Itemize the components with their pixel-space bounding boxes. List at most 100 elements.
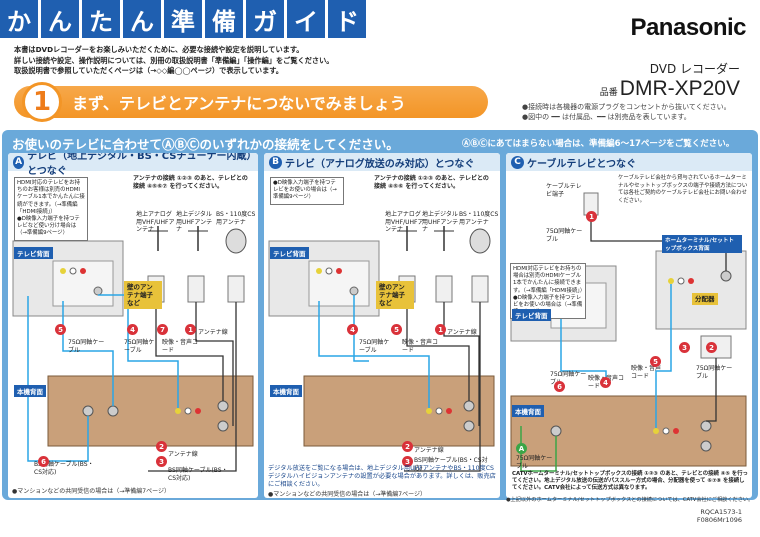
cable-label: 75Ω同軸ケーブル <box>516 455 553 470</box>
unit-audio-l <box>662 427 670 435</box>
panel-subheading: ⒶⒷⒸにあてはまらない場合は、準備編6〜17ページをご覧ください。 <box>462 139 735 149</box>
wall-outlet-tag: 壁のアンテナ端子など <box>124 281 162 309</box>
stb-video-out <box>668 278 674 284</box>
cable-label: BS同軸ケーブル(BS・CS対応) <box>168 467 228 482</box>
catv-note: CATVホームターミナル/セットトップボックスの接続 ①②③ のあと、テレビとの… <box>512 471 748 491</box>
cable-path <box>27 296 89 462</box>
cable-label: 75Ω同軸ケーブル <box>546 228 583 243</box>
cable-label: アンテナ線 <box>447 329 477 336</box>
column-a-header: A テレビ（地上デジタル・BS・CSチューナー内蔵）とつなぐ <box>8 153 258 177</box>
cable-label: 75Ω同軸ケーブル <box>696 365 733 380</box>
hdmi-callout-text2: ●D映像入力端子を持つテレビなど使い分け場合は（→準備編9ページ） <box>17 216 80 237</box>
cable-path <box>590 215 727 271</box>
note-line: ●図中の ━━ は付属品、━━ は別売品を表しています。 <box>522 113 691 121</box>
stb-note: ケーブルテレビ会社から貸与されているホームターミナルやセットトップボックスの端子… <box>618 175 748 204</box>
cable-label: アンテナ線 <box>198 329 228 336</box>
step-a-marker: A <box>516 443 527 454</box>
unit-jack <box>82 405 94 417</box>
satellite-dish <box>225 228 247 254</box>
antenna-label: BS・110度CS用アンテナ <box>216 211 256 226</box>
column-c-bottom-note: ●上記以外のホームターミナル/セットトップボックスとの接続については、CATV会… <box>506 497 754 503</box>
tv-back-tag: テレビ背面 <box>512 309 551 321</box>
unit-ant-out <box>700 440 712 452</box>
cable-label: アンテナ線 <box>414 447 444 454</box>
step-1-marker: 1 <box>586 211 597 222</box>
intro-text: 本書はDVDレコーダーをお楽しみいただくために、必要な接続や設定を説明しています… <box>14 45 333 77</box>
digital-note: デジタル放送をご覧になる場合は、地上デジタル用UHFアンテナやBS・110度CS… <box>268 465 496 488</box>
antenna-label: 地上デジタル用UHFアンテナ <box>422 211 459 233</box>
step-number: 1 <box>22 82 62 122</box>
diagram-a <box>12 226 254 472</box>
column-c-title: ケーブルテレビとつなぐ <box>527 158 636 170</box>
catv-outlet-label: ケーブルテレビ端子 <box>546 183 582 198</box>
hdmi-callout: HDMI対応のテレビをお持ちのお客様は別売のHDMIケーブル1本でかんたんに接続… <box>14 177 88 241</box>
column-b-header: B テレビ（アナログ放送のみ対応）とつなぐ <box>264 153 500 171</box>
splitter-tag: 分配器 <box>692 293 718 305</box>
step-5-marker: 5 <box>55 324 66 335</box>
step-banner: 1 まず、テレビとアンテナにつないでみましょう <box>14 82 488 122</box>
title-char: ガ <box>246 0 284 38</box>
audio-r-jack <box>80 268 86 274</box>
notes: ●接続時は各機器の電源プラグをコンセントから抜いてください。 ●図中の ━━ は… <box>522 102 731 122</box>
title-char: ん <box>123 0 161 38</box>
cable-label: 75Ω同軸ケーブル <box>359 339 390 354</box>
cable-path <box>98 294 179 408</box>
intro-line: 詳しい接続や設定、操作説明については、別冊の取扱説明書「準備編」「操作編」をご覧… <box>14 55 334 65</box>
title-char: か <box>0 0 38 38</box>
model-number: 品番DMR-XP20V <box>600 77 740 101</box>
stb-back-panel <box>655 250 747 330</box>
step-3-marker: 3 <box>402 456 413 467</box>
title-char: 備 <box>205 0 243 38</box>
title-char: ん <box>41 0 79 38</box>
wall-outlet <box>227 275 245 303</box>
unit-back-tag: 本機背面 <box>270 385 302 397</box>
unit-audio-l <box>184 407 192 415</box>
d-input-callout: ●D映像入力端子を持つテレビをお使いの場合は（→準備編9ページ） <box>270 177 344 205</box>
letter-a-badge: A <box>13 155 25 169</box>
hdmi-callout-text: HDMI対応のテレビをお持ちのお客様は別売のHDMIケーブル1本でかんたんに接続… <box>17 180 85 215</box>
cable-path <box>443 302 480 426</box>
cable-label: 75Ω同軸ケーブル <box>68 339 105 354</box>
column-a-title: テレビ（地上デジタル・BS・CSチューナー内蔵）とつなぐ <box>27 153 257 177</box>
cable-path <box>148 302 237 472</box>
note-line: ●接続時は各機器の電源プラグをコンセントから抜いてください。 <box>522 103 731 111</box>
column-b-title: テレビ（アナログ放送のみ対応）とつなぐ <box>285 158 475 170</box>
step-text: まず、テレビとアンテナにつないでみましょう <box>72 94 406 113</box>
stb-ant-in <box>720 270 732 282</box>
step-3-marker: 3 <box>679 342 690 353</box>
unit-audio-r <box>673 428 679 434</box>
wall-outlet <box>435 275 453 303</box>
cable-label: アンテナ線 <box>168 451 198 458</box>
stb-audio-l <box>677 277 685 285</box>
footer-code: F0806Mr1096 <box>696 516 742 524</box>
antenna-in-jack <box>93 286 103 296</box>
unit-back-tag: 本機背面 <box>512 405 544 417</box>
stb-back-tag: ホームターミナル/セットトップボックス背面 <box>662 235 742 253</box>
footer-code: RQCA1573-1 <box>700 508 742 516</box>
model-number-value: DMR-XP20V <box>619 77 740 100</box>
unit-ant-in <box>463 400 475 412</box>
cable-label: 75Ω同軸ケーブル <box>124 339 155 354</box>
wall-outlet-tag: 壁のアンテナ端子など <box>376 281 414 309</box>
cable-label: BS同軸ケーブル(BS・CS対応) <box>34 461 94 476</box>
panel-heading: お使いのテレビに合わせてⒶⒷⒸのいずれかの接続をしてください。 <box>12 137 399 152</box>
step-6-marker: 6 <box>38 456 49 467</box>
cable-path <box>655 284 672 428</box>
step-6-marker: 6 <box>554 381 565 392</box>
step-5-marker: 5 <box>650 356 661 367</box>
audio-r-jack <box>336 268 342 274</box>
unit-video-out <box>175 408 181 414</box>
tv-back-tag: テレビ背面 <box>270 247 309 259</box>
cable-path <box>404 302 481 472</box>
connection-order-note: アンテナの接続 ①②③ のあと、テレビとの接続 ④⑤⑥⑦ を行ってください。 <box>133 175 248 190</box>
step-5-marker: 5 <box>391 324 402 335</box>
step-2-marker: 2 <box>156 441 167 452</box>
brand-logo: Panasonic <box>630 14 746 41</box>
antenna-label: BS・110度CS用アンテナ <box>459 211 499 226</box>
diagram-c <box>510 192 747 472</box>
cable-label: 映像・音声コード <box>402 339 439 354</box>
title-char: た <box>82 0 120 38</box>
tv-back-tag: テレビ背面 <box>14 247 53 259</box>
satellite-dish <box>469 228 491 254</box>
antenna-in-jack <box>349 286 359 296</box>
